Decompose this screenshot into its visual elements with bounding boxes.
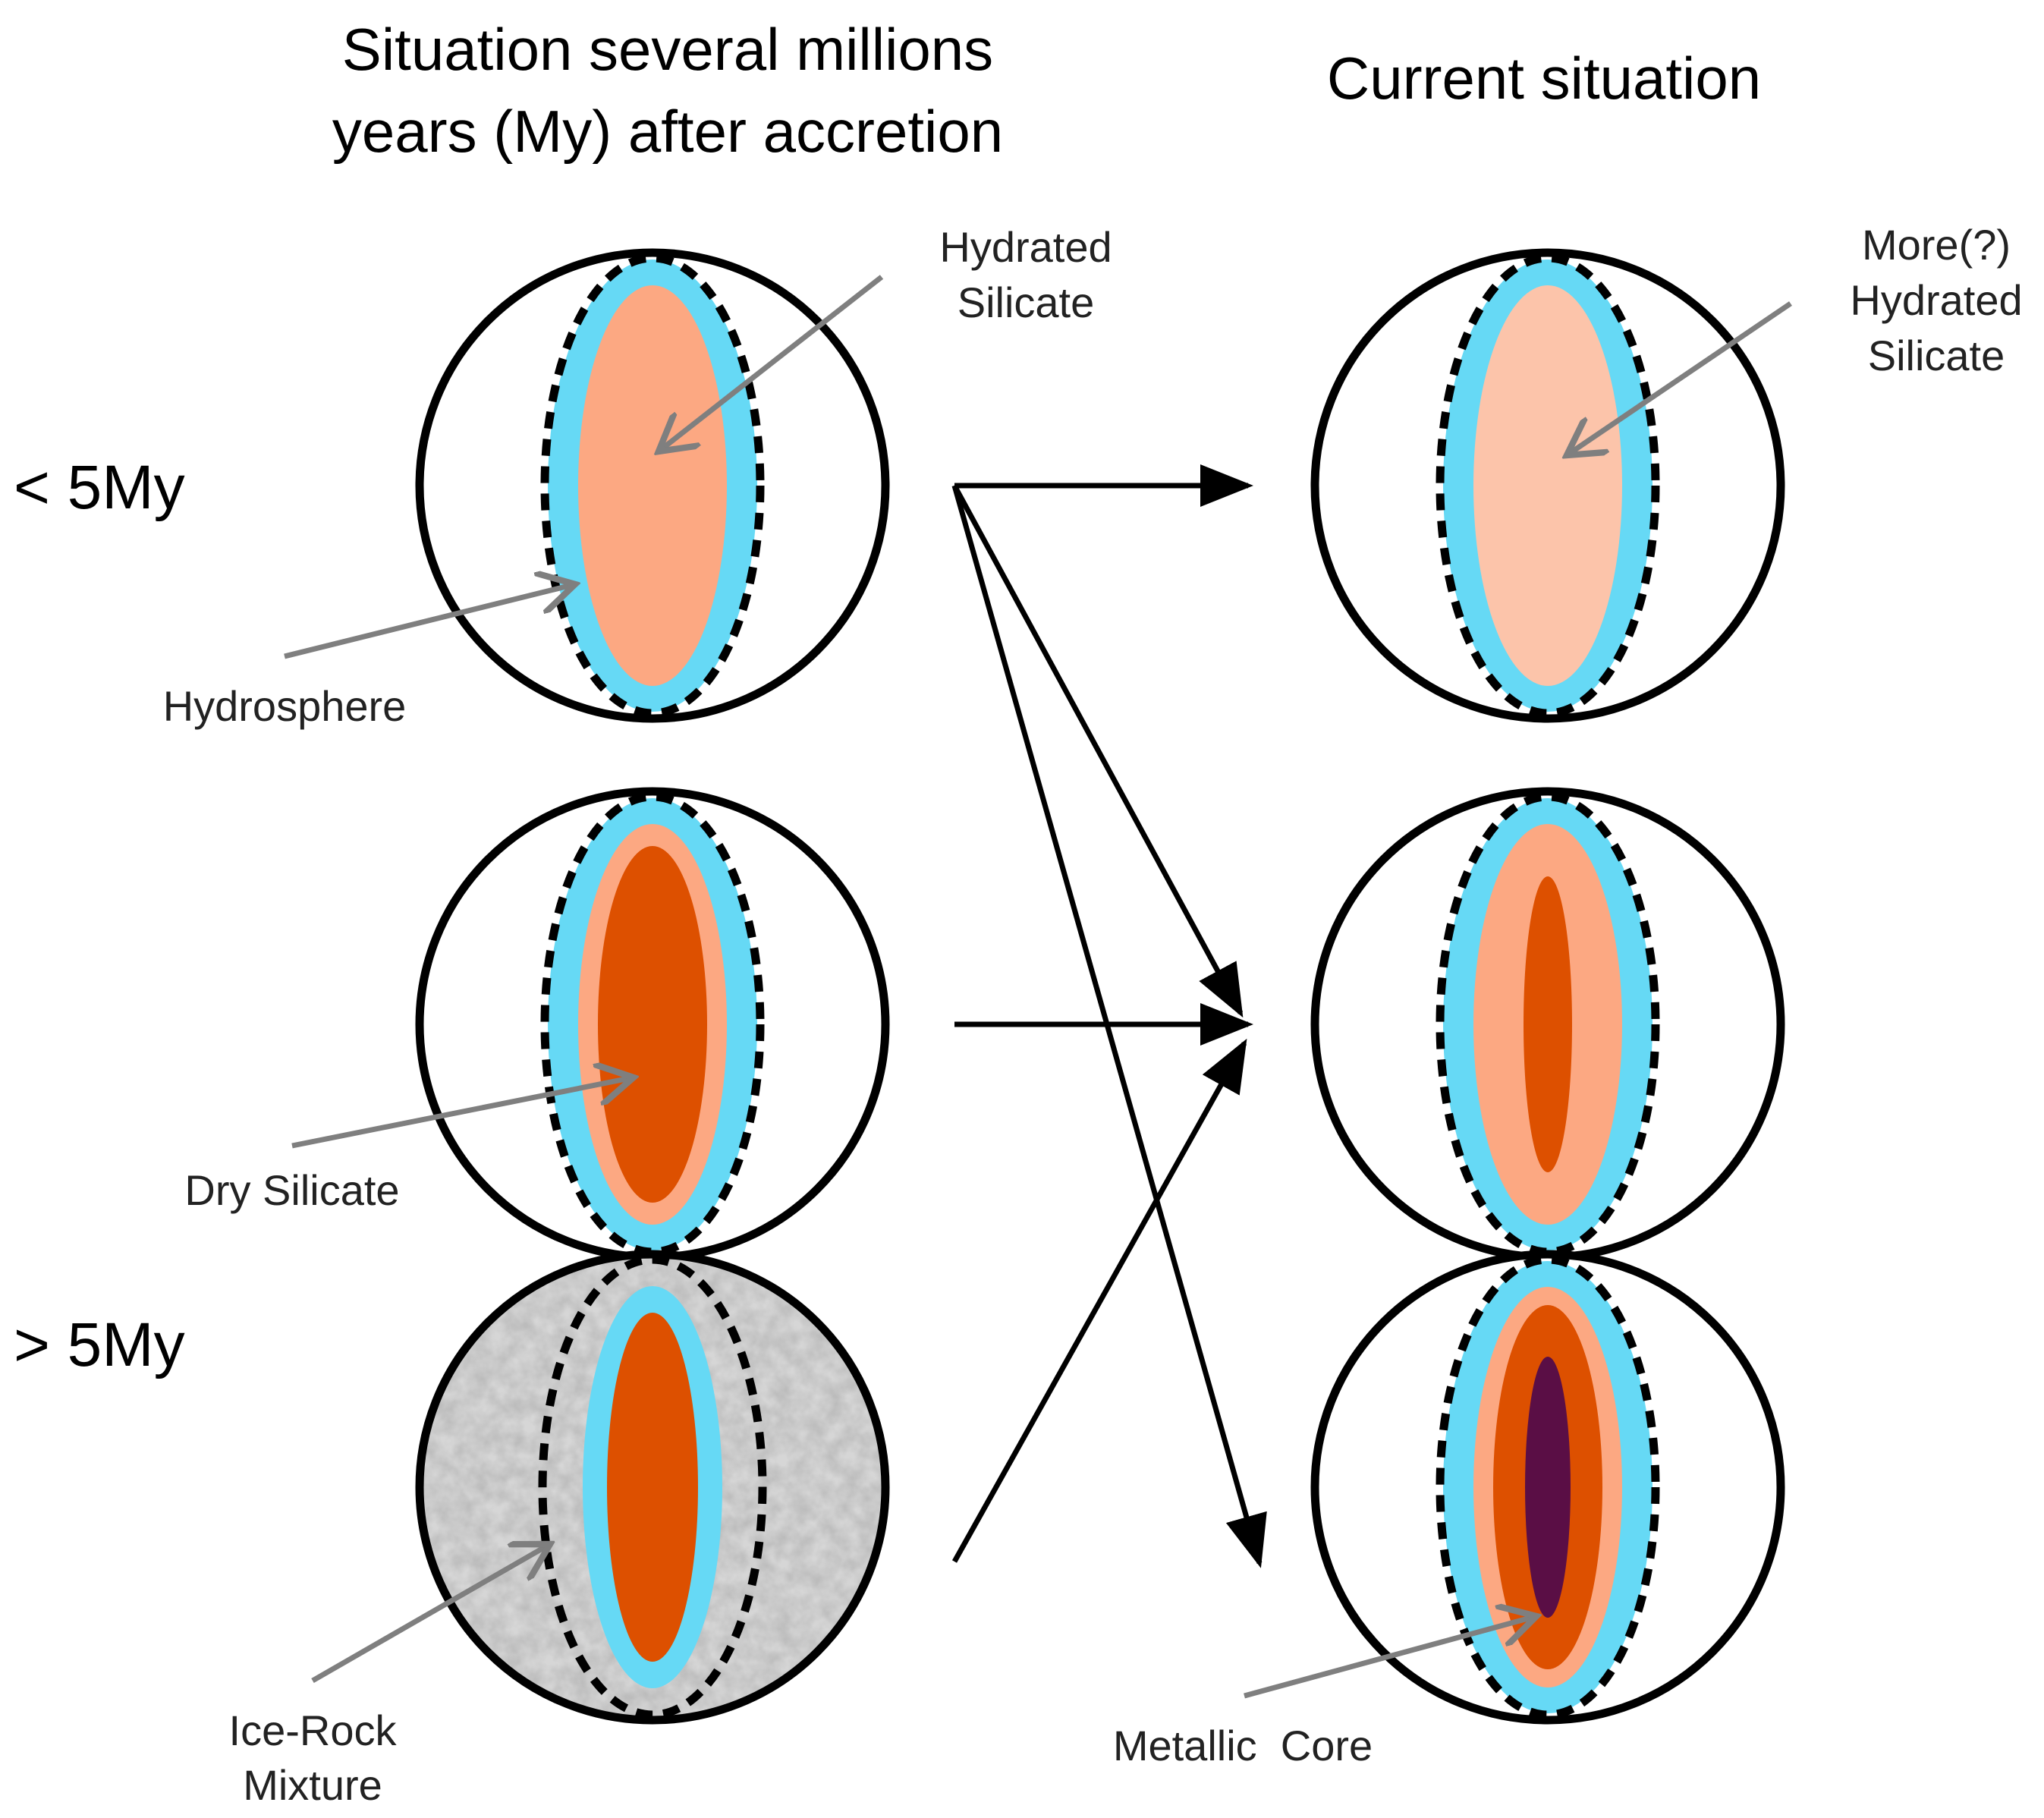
- pointer-more-hydrated: [1567, 301, 1792, 455]
- label-dry-silicate: Dry Silicate: [184, 1166, 399, 1214]
- label-hydrosphere: Hydrosphere: [163, 682, 407, 730]
- evolution-arrows: [951, 464, 1267, 1568]
- more-hydrated-silicate-core: [1473, 285, 1622, 686]
- pointer-metallic-core: [1244, 1616, 1536, 1699]
- left-title-line2: years (My) after accretion: [332, 98, 1003, 165]
- asteroid-left-ice-rock: [415, 1250, 890, 1725]
- label-hydrated-silicate-line2: Silicate: [958, 278, 1095, 326]
- label-ice-rock-line2: Mixture: [243, 1761, 382, 1809]
- pointer-hydrated-silicate: [659, 275, 884, 451]
- age-label-young: < 5My: [14, 453, 185, 522]
- right-title: Current situation: [1327, 45, 1761, 112]
- asteroid-right-partial: [1310, 787, 1785, 1262]
- label-metallic-core: Metallic Core: [1113, 1722, 1373, 1769]
- asteroid-right-more-hydrated: [1310, 248, 1785, 723]
- label-pointers: [284, 275, 1792, 1699]
- dry-silicate-core: [598, 846, 707, 1203]
- arrow-ice-rock-to-partial: [951, 1038, 1247, 1563]
- dry-silicate-core: [1524, 876, 1572, 1172]
- age-label-old: > 5My: [14, 1310, 185, 1379]
- pointer-hydrosphere: [284, 584, 575, 659]
- asteroid-right-metallic: [1310, 1250, 1785, 1725]
- label-more-hydrated-line2: Hydrated: [1850, 276, 2022, 324]
- asteroid-left-hydrated: [415, 248, 890, 723]
- hydrated-silicate-core: [578, 285, 727, 686]
- label-more-hydrated-line1: More(?): [1862, 221, 2011, 269]
- label-more-hydrated-line3: Silicate: [1868, 332, 2005, 379]
- label-ice-rock-line1: Ice-Rock: [229, 1706, 398, 1754]
- dry-silicate-core: [607, 1313, 698, 1662]
- left-title-line1: Situation several millions: [342, 16, 993, 83]
- pointer-ice-rock: [311, 1544, 550, 1684]
- pointer-dry-silicate: [291, 1077, 634, 1149]
- label-hydrated-silicate-line1: Hydrated: [939, 223, 1112, 271]
- arrow-hydrated-to-partial: [951, 484, 1244, 1018]
- metallic-core: [1525, 1357, 1571, 1618]
- asteroid-left-dry: [415, 787, 890, 1262]
